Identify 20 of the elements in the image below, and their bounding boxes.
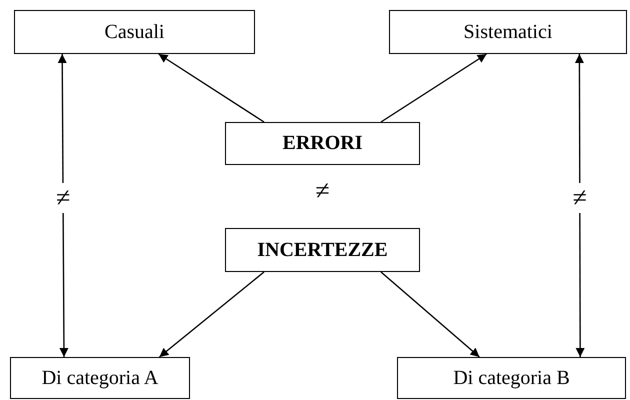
- box-label: Sistematici: [464, 20, 552, 44]
- edge-label: ≠: [572, 182, 587, 212]
- process-box: [225, 228, 420, 272]
- process-box: [10, 357, 190, 399]
- arrow: [380, 53, 487, 123]
- box-label: Di categoria A: [42, 366, 158, 390]
- box-label: INCERTEZZE: [257, 238, 388, 262]
- box-label: Casuali: [104, 20, 164, 44]
- arrow: [158, 53, 264, 123]
- arrow: [58, 54, 68, 357]
- process-box: [225, 122, 420, 165]
- arrow: [158, 272, 264, 358]
- process-box: [389, 10, 627, 54]
- process-box: [397, 357, 626, 399]
- arrow: [380, 272, 480, 358]
- box-label: ERRORI: [282, 132, 362, 155]
- arrow: [574, 54, 585, 357]
- edge-label: ≠: [56, 182, 70, 212]
- box-label: Di categoria B: [453, 366, 570, 390]
- process-box: [14, 10, 255, 54]
